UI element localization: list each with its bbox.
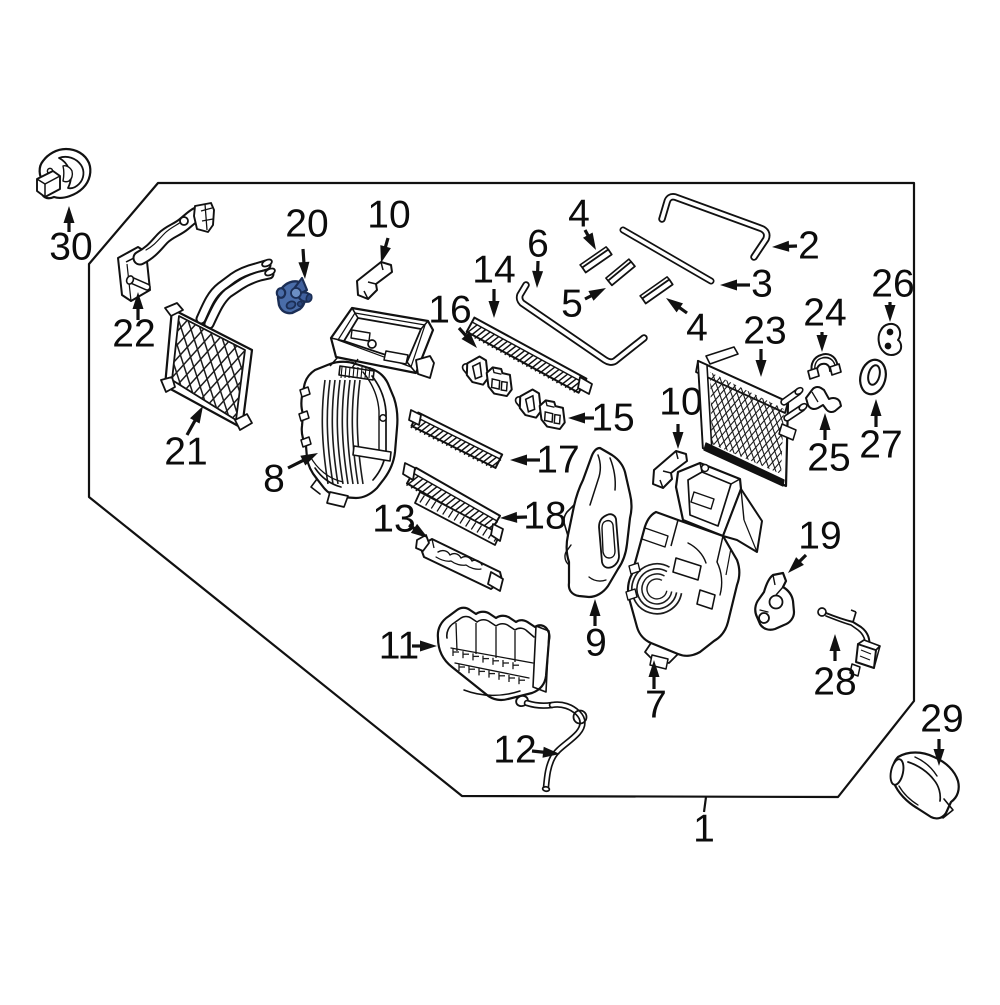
svg-text:28: 28: [813, 661, 856, 704]
svg-text:30: 30: [49, 226, 92, 269]
svg-text:19: 19: [798, 515, 841, 558]
svg-text:7: 7: [645, 684, 667, 727]
svg-text:29: 29: [920, 698, 963, 741]
svg-text:24: 24: [803, 292, 846, 335]
svg-text:15: 15: [591, 397, 634, 440]
svg-text:17: 17: [536, 439, 579, 482]
svg-text:4: 4: [686, 307, 708, 350]
svg-text:5: 5: [561, 283, 583, 326]
svg-text:16: 16: [428, 289, 471, 332]
svg-text:13: 13: [372, 498, 415, 541]
svg-text:1: 1: [693, 808, 715, 851]
svg-text:9: 9: [585, 622, 607, 665]
svg-text:23: 23: [743, 310, 786, 353]
svg-text:21: 21: [164, 431, 207, 474]
svg-text:18: 18: [523, 495, 566, 538]
svg-text:10: 10: [659, 381, 702, 424]
svg-text:10: 10: [367, 194, 410, 237]
svg-text:22: 22: [112, 313, 155, 356]
svg-text:2: 2: [798, 225, 820, 268]
svg-text:20: 20: [285, 203, 328, 246]
svg-text:8: 8: [263, 458, 285, 501]
svg-text:4: 4: [568, 193, 590, 236]
svg-text:12: 12: [493, 729, 536, 772]
svg-text:26: 26: [871, 263, 914, 306]
svg-text:27: 27: [859, 424, 902, 467]
svg-text:25: 25: [807, 437, 850, 480]
svg-text:3: 3: [751, 263, 773, 306]
svg-text:14: 14: [472, 249, 515, 292]
svg-text:6: 6: [527, 223, 549, 266]
